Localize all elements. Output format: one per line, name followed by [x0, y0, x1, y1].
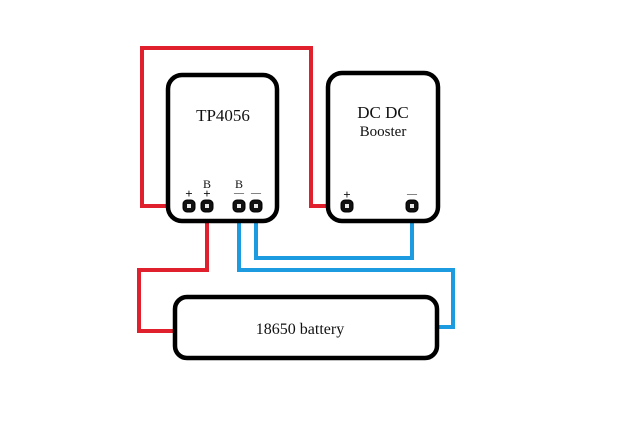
tp4056-module: TP4056 B B + + — — — [165, 72, 280, 224]
battery: 18650 battery — [172, 294, 440, 361]
tp4056-box — [165, 72, 280, 224]
booster-terminal-minus — [405, 199, 419, 213]
tp4056-terminal-in-plus — [182, 199, 196, 213]
tp4056-terminal-label-b-plus: B — [203, 177, 211, 191]
wire-tp-plus-to-booster-plus — [140, 46, 347, 208]
battery-box — [172, 294, 440, 361]
tp4056-terminal-bat-minus — [232, 199, 246, 213]
wire-tp-minus-to-booster-minus — [254, 206, 414, 260]
booster-sign-plus: + — [343, 187, 350, 202]
booster-terminal-plus — [340, 199, 354, 213]
booster-title-line2: Booster — [360, 124, 407, 140]
tp4056-sign-bat-minus: — — [233, 188, 245, 199]
tp4056-terminal-out-minus — [249, 199, 263, 213]
booster-module: DC DC Booster + — — [325, 70, 441, 224]
booster-title-line1: DC DC — [357, 103, 408, 122]
tp4056-sign-in-plus: + — [185, 186, 192, 201]
wire-tp-bat-minus-to-battery — [237, 206, 455, 329]
tp4056-title: TP4056 — [196, 106, 250, 125]
tp4056-terminal-label-b-minus: B — [235, 177, 243, 191]
tp4056-sign-bat-plus: + — [203, 186, 210, 201]
wire-tp-bat-plus-to-battery — [137, 206, 209, 333]
tp4056-sign-out-minus: — — [250, 188, 262, 199]
battery-title: 18650 battery — [256, 321, 344, 338]
booster-sign-minus: — — [406, 189, 418, 200]
booster-box — [325, 70, 441, 224]
tp4056-terminal-bat-plus — [200, 199, 214, 213]
